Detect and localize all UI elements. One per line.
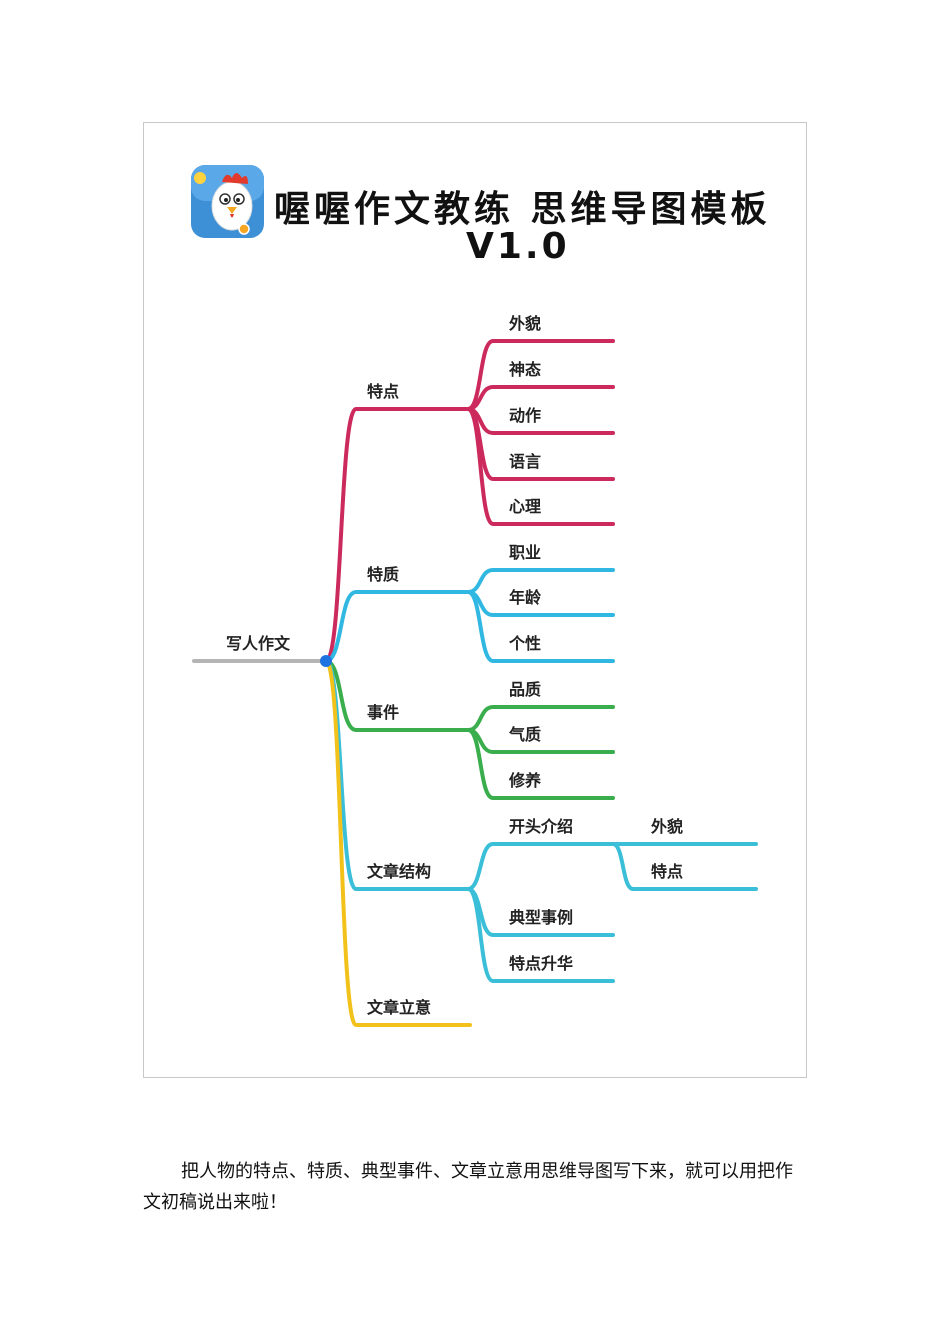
leaf-label: 神态: [509, 360, 542, 379]
leaf-label: 品质: [509, 680, 542, 699]
root-node-dot: [320, 655, 332, 667]
rooster-app-icon: [191, 165, 264, 238]
leaf-label: 气质: [509, 725, 542, 744]
leaf-label: 外貌: [509, 314, 542, 333]
leaf-label: 职业: [509, 543, 542, 562]
leaf-link: [466, 407, 615, 526]
mindmap-version: V1.0: [466, 226, 570, 267]
caption-paragraph: 把人物的特点、特质、典型事件、文章立意用思维导图写下来，就可以用把作文初稿说出来…: [143, 1161, 793, 1213]
leaf-label: 开头介绍: [509, 817, 574, 836]
branch-link: [324, 659, 470, 891]
leaf-label: 个性: [509, 634, 542, 653]
leaf-label: 语言: [509, 452, 542, 471]
leaf-link: [466, 590, 615, 663]
branch-link: [324, 407, 470, 663]
subleaf-link: [611, 842, 758, 891]
leaf-label: 典型事例: [509, 908, 574, 927]
leaf-label: 心理: [509, 497, 542, 516]
leaf-label: 年龄: [509, 588, 542, 607]
subleaf-label: 特点: [651, 862, 684, 881]
branch-label: 事件: [367, 703, 400, 722]
root-node-label: 写人作文: [226, 634, 291, 653]
leaf-label: 修养: [509, 771, 542, 790]
branch-link: [324, 659, 472, 1027]
leaf-link: [466, 887, 615, 983]
subleaf-label: 外貌: [651, 817, 684, 836]
branch-label: 文章立意: [367, 998, 432, 1017]
leaf-link: [466, 842, 615, 891]
leaf-label: 特点升华: [509, 954, 574, 973]
mindmap-title: 喔喔作文教练 思维导图模板: [274, 189, 771, 230]
leaf-link: [466, 728, 615, 800]
branch-label: 特点: [367, 382, 400, 401]
branch-link: [324, 590, 470, 663]
branch-label: 特质: [367, 565, 400, 584]
branch-label: 文章结构: [367, 862, 432, 881]
leaf-label: 动作: [509, 406, 542, 425]
